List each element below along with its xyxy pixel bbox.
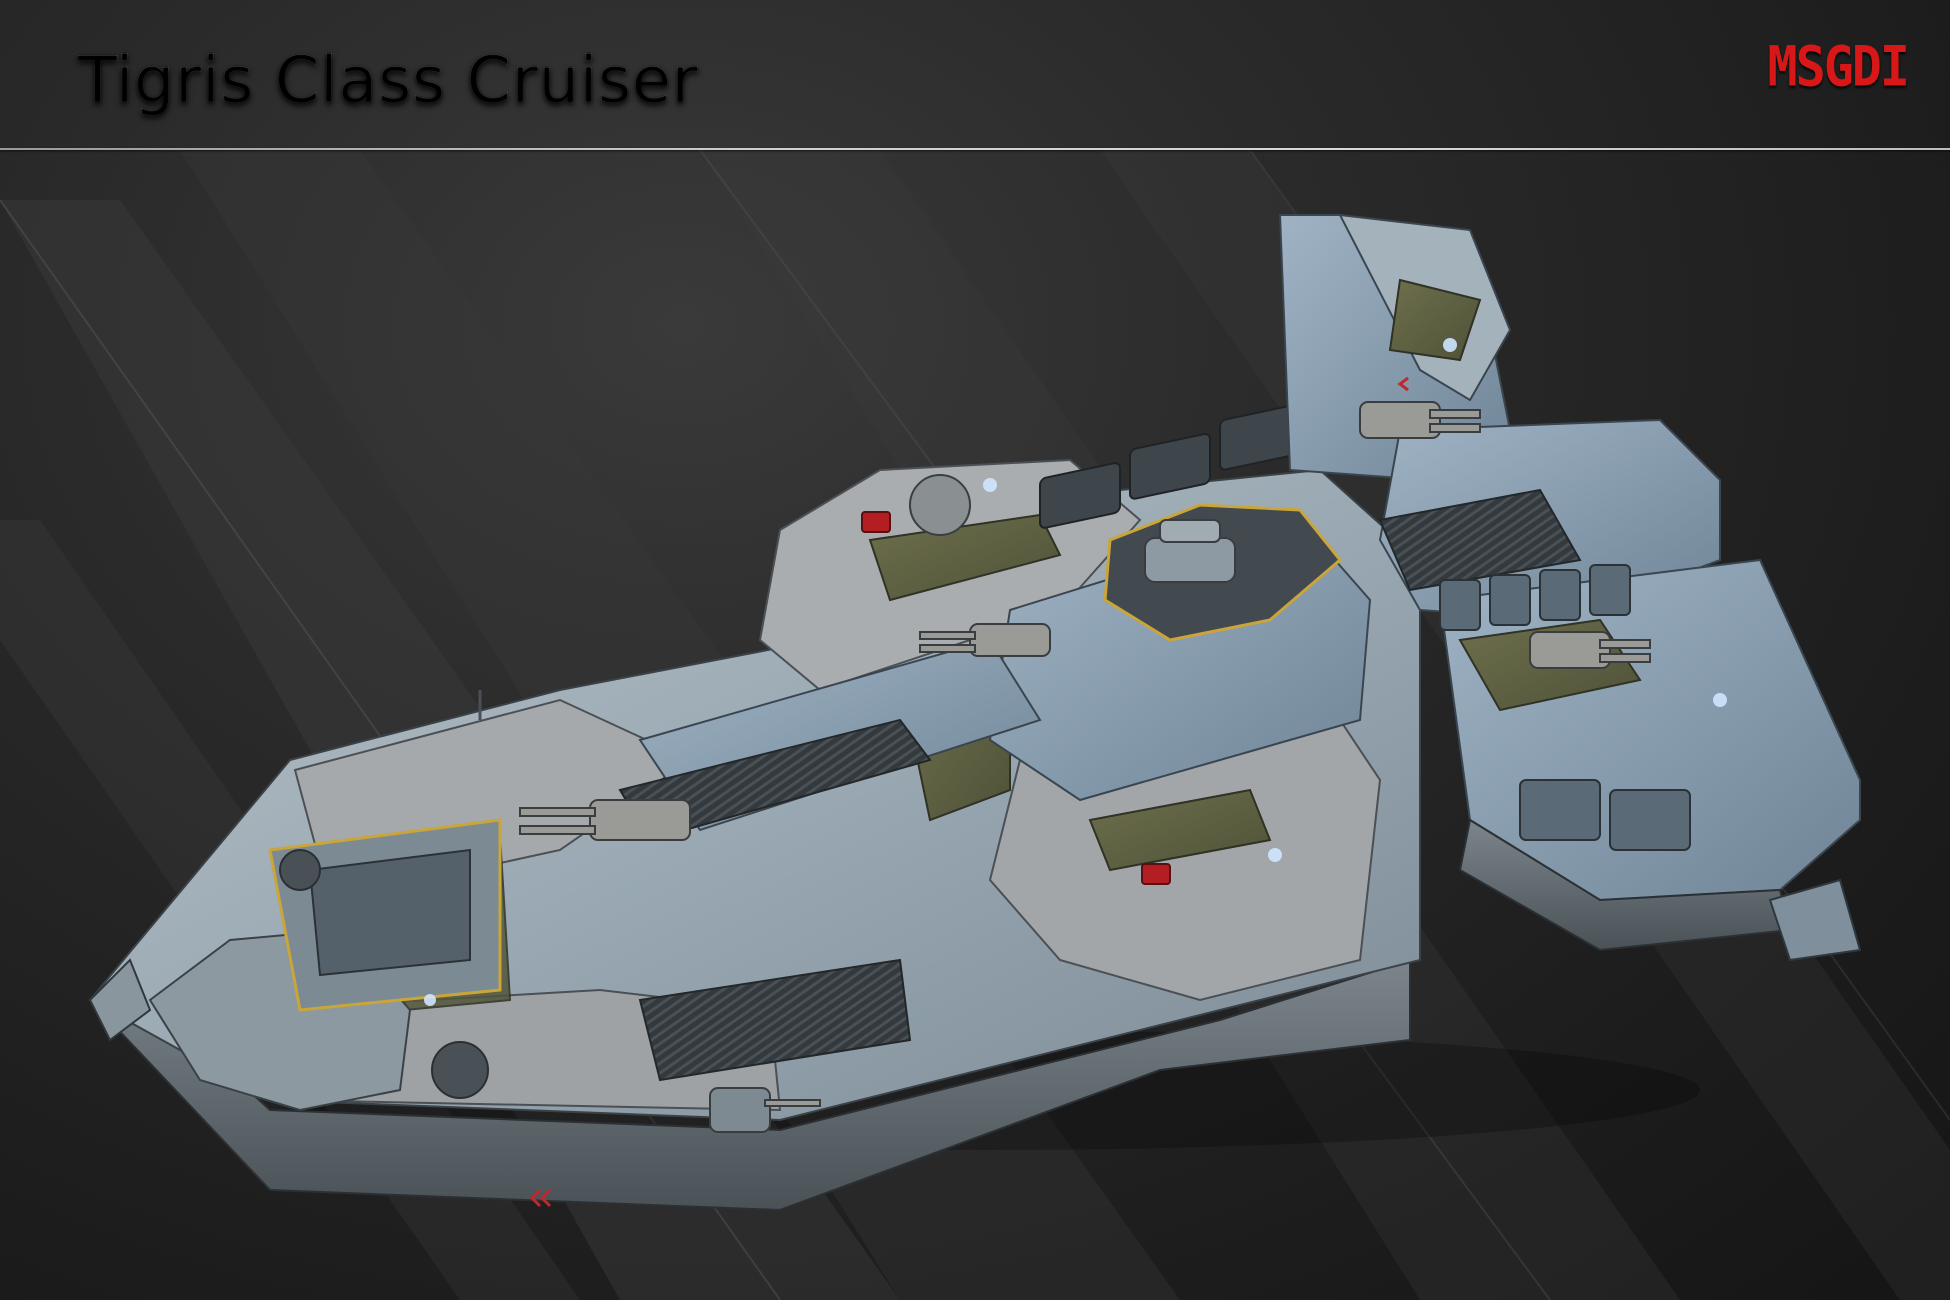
turret-group <box>519 401 1651 1133</box>
brand-logo: MSGDI <box>1767 35 1910 99</box>
page-title: Tigris Class Cruiser <box>78 44 699 118</box>
header-divider <box>0 148 1950 150</box>
